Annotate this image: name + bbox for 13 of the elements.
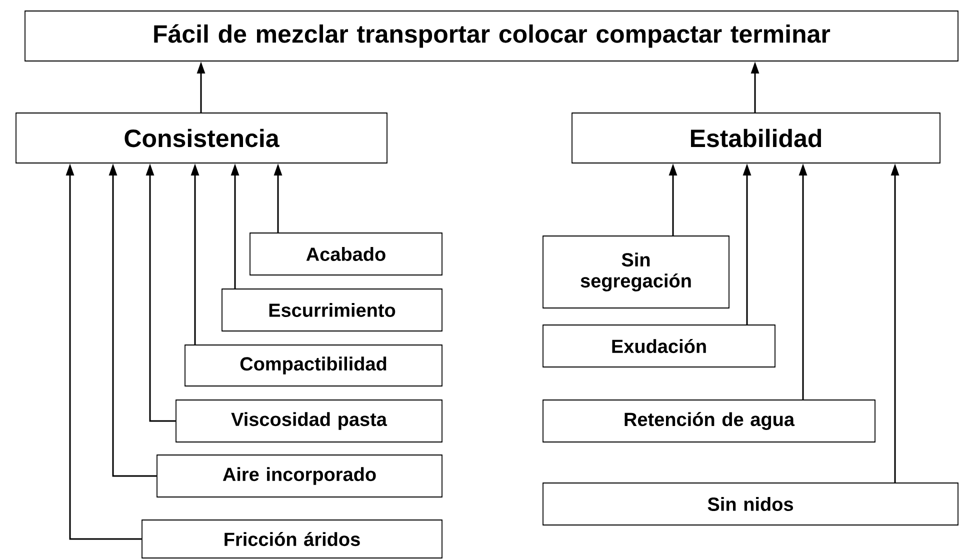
property-box: Escurrimiento: [222, 288, 442, 332]
property-box: Sin segregación: [542, 236, 730, 308]
property-box: Sin nidos: [542, 482, 958, 526]
property-box: Viscosidad pasta: [176, 400, 442, 442]
property-box: Retención de agua: [542, 400, 876, 442]
property-box: Aire incorporado: [156, 454, 442, 498]
category-box: Consistencia: [16, 112, 388, 164]
property-box: Compactibilidad: [184, 344, 442, 386]
property-box: Fricción áridos: [142, 520, 442, 558]
category-box: Estabilidad: [572, 112, 940, 164]
property-box: Exudación: [542, 324, 776, 368]
property-box: Acabado: [250, 232, 442, 276]
heading-box: Fácil de mezclar transportar colocar compactar terminar: [24, 10, 958, 62]
